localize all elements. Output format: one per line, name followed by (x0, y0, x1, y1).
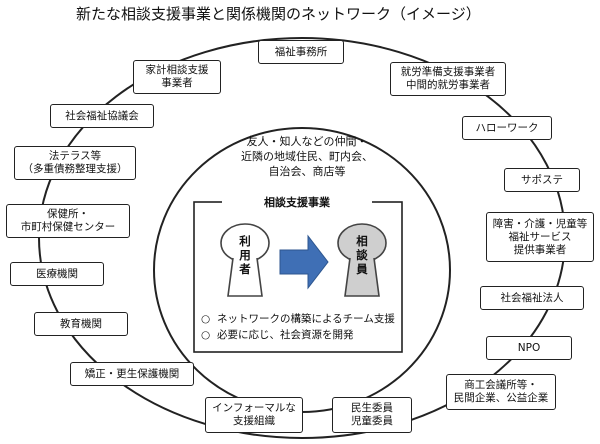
bullet-mark: ○ (201, 329, 211, 341)
node-iryou-kikan: 医療機関 (10, 262, 104, 286)
node-hellowork: ハローワーク (462, 116, 552, 140)
node-sapoute: サポステ (504, 168, 580, 192)
bullet-team-support: ○ ネットワークの構築によるチーム支援 (201, 312, 395, 326)
user-figure (220, 223, 270, 297)
diagram-title: 新たな相談支援事業と関係機関のネットワーク（イメージ） (76, 5, 481, 23)
node-shougai-kaigo-jidou: 障害・介護・児童等 福祉サービス 提供事業者 (486, 212, 594, 262)
node-kakei-soudan: 家計相談支援 事業者 (133, 60, 221, 94)
node-hokenjo: 保健所・ 市町村保健センター (6, 204, 130, 238)
counselor-figure (337, 223, 387, 297)
user-label: 利 用 者 (239, 234, 251, 276)
bullet-text: 必要に応じ、社会資源を開発 (217, 329, 354, 341)
node-informal: インフォーマルな 支援組織 (205, 397, 303, 433)
node-kyouiku-kikan: 教育機関 (34, 312, 128, 336)
node-shakai-fukushi-houjin: 社会福祉法人 (480, 286, 584, 310)
node-minsei-iin: 民生委員 児童委員 (332, 397, 412, 433)
bullet-text: ネットワークの構築によるチーム支援 (217, 313, 395, 325)
node-fukushi-jimusho: 福祉事務所 (258, 40, 344, 64)
bullet-mark: ○ (201, 313, 211, 325)
community-text: 友人・知人などの仲間・ 近隣の地域住民、町内会、 自治会、商店等 (241, 135, 373, 178)
soudan-support-title: 相談支援事業 (222, 194, 372, 212)
arrow-shape (279, 234, 329, 290)
node-shuurou-junbi: 就労準備支援事業者 中間的就労事業者 (390, 62, 506, 96)
node-shoukoukaigisho: 商工会議所等・ 民間企業、公益企業 (446, 374, 556, 410)
node-shakai-fukushi-kyougikai: 社会福祉協議会 (50, 104, 154, 128)
node-kyousei-kousei: 矯正・更生保護機関 (70, 362, 194, 386)
bullet-resource-dev: ○ 必要に応じ、社会資源を開発 (201, 328, 354, 342)
node-npo: NPO (486, 336, 572, 360)
node-houterasu: 法テラス等 （多重債務整理支援） (14, 146, 136, 180)
counselor-label: 相 談 員 (356, 234, 368, 276)
